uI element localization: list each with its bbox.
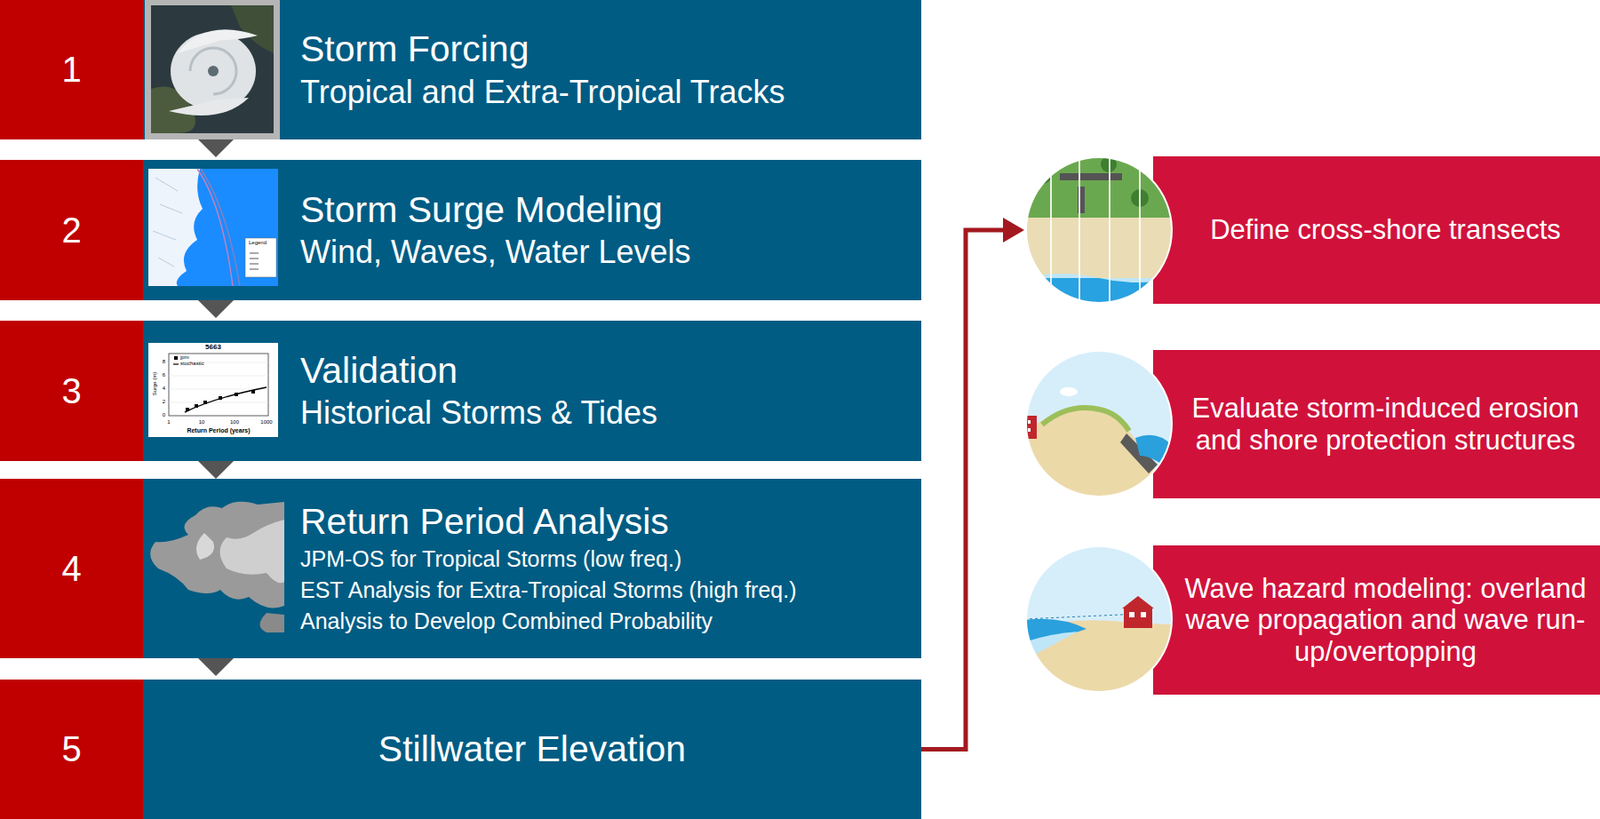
step-heading: Return Period Analysis [300, 500, 913, 544]
step-number-box: 5 [0, 679, 144, 819]
chart-label: 0 [162, 412, 166, 418]
chart-label: jpm [180, 354, 190, 360]
chart-label: stochastic [180, 360, 205, 367]
step-heading: Storm Forcing [300, 27, 913, 72]
flow-connector [198, 139, 234, 158]
step-number: 5 [61, 729, 81, 770]
task-text-area: Wave hazard modeling: overland wave prop… [1179, 545, 1592, 695]
step-number: 3 [61, 371, 81, 412]
flow-connector [921, 217, 1025, 750]
chart-label: 100 [230, 419, 239, 425]
step-detail: Analysis to Develop Combined Probability [300, 605, 913, 637]
chart-label: 5663 [205, 343, 222, 351]
step-band: ValidationHistorical Storms & Tides [143, 320, 922, 462]
step-heading: Stillwater Elevation [378, 727, 686, 772]
step-detail: EST Analysis for Extra-Tropical Storms (… [300, 574, 913, 606]
chart-label: 6 [162, 372, 166, 378]
step-number: 1 [61, 49, 81, 90]
task-illustration [1024, 155, 1174, 305]
chart-label: 8 [162, 358, 166, 365]
task-text: Wave hazard modeling: overland wave prop… [1179, 573, 1592, 669]
chart-label: 1000 [260, 419, 272, 425]
task-text-area: Define cross-shore transects [1179, 156, 1592, 304]
step-subtitle: Historical Storms & Tides [300, 392, 913, 433]
chart-label: 4 [162, 385, 166, 391]
step-band: Return Period AnalysisJPM-OS for Tropica… [143, 478, 922, 659]
chart-label: 2 [162, 398, 166, 405]
step-band: Storm Surge ModelingWind, Waves, Water L… [143, 159, 922, 301]
map-legend-label: Legend [248, 239, 267, 246]
step-subtitle: Wind, Waves, Water Levels [300, 231, 913, 272]
step-number: 4 [61, 549, 81, 590]
chart-label: Surge (m) [151, 372, 158, 397]
task-box: Wave hazard modeling: overland wave prop… [1024, 545, 1600, 695]
step-subtitle: Tropical and Extra-Tropical Tracks [300, 71, 913, 112]
task-box: Define cross-shore transects [1024, 156, 1600, 304]
step-number-box: 3 [0, 320, 144, 462]
step-heading: Storm Surge Modeling [300, 188, 913, 232]
flow-connector [198, 658, 234, 677]
step-detail: JPM-OS for Tropical Storms (low freq.) [300, 543, 913, 575]
step-number-box: 2 [0, 159, 144, 301]
flow-connector [198, 461, 234, 479]
task-illustration [1024, 349, 1174, 499]
step-number-box: 1 [0, 0, 144, 140]
chart-label: 1 [167, 419, 170, 425]
chart-label: Return Period (years) [186, 427, 250, 434]
step-band: Storm ForcingTropical and Extra-Tropical… [143, 0, 922, 140]
chart-label: 10 [199, 419, 206, 425]
step-heading: Validation [300, 349, 913, 393]
task-text: Evaluate storm-induced erosion and shore… [1179, 392, 1592, 456]
step-band: Stillwater Elevation [143, 679, 922, 819]
task-text: Define cross-shore transects [1209, 214, 1561, 247]
step-number: 2 [61, 210, 81, 251]
task-box: Evaluate storm-induced erosion and shore… [1024, 350, 1600, 499]
task-text-area: Evaluate storm-induced erosion and shore… [1179, 350, 1592, 499]
flow-connector [198, 300, 234, 319]
task-illustration [1024, 544, 1174, 694]
step-number-box: 4 [0, 478, 144, 659]
